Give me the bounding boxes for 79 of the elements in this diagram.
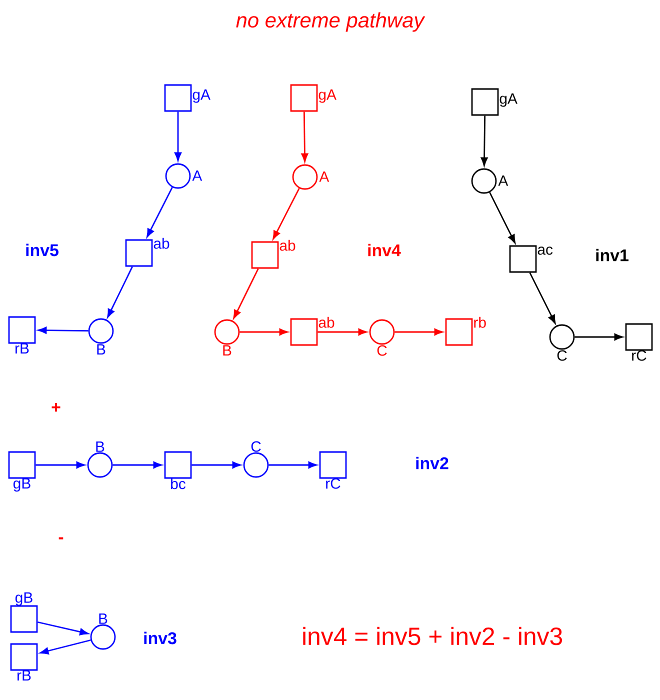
circle-node — [88, 318, 114, 344]
node-label: ab — [154, 238, 170, 249]
plus-sign: + — [52, 403, 60, 412]
arrow — [529, 272, 556, 324]
group-label: inv1 — [596, 248, 628, 262]
arrow — [301, 112, 308, 162]
arrow — [480, 116, 488, 166]
arrow — [192, 462, 242, 468]
node-label: ab — [318, 316, 334, 328]
square-node — [164, 84, 192, 112]
node-label: rC — [326, 478, 340, 489]
arrow — [272, 188, 300, 240]
circle-node — [549, 324, 575, 350]
arrow — [107, 266, 133, 318]
arrow — [394, 328, 444, 336]
group-label: inv5 — [26, 244, 58, 256]
node-label: B — [96, 442, 104, 452]
circle-node — [243, 452, 269, 478]
arrow — [40, 639, 91, 654]
square-node — [445, 318, 473, 346]
group-label: inv4 — [368, 244, 401, 256]
circle-node — [292, 164, 318, 190]
equation-text: inv4 = inv5 + inv2 - inv3 — [303, 626, 562, 646]
node-label: gA — [192, 89, 210, 103]
node-label: C — [557, 350, 567, 361]
node-label: A — [498, 176, 508, 186]
arrow — [240, 328, 288, 336]
group-label: inv2 — [416, 456, 448, 470]
square-node — [125, 239, 153, 267]
arrow — [36, 462, 86, 468]
circle-node — [471, 168, 497, 194]
node-label: rC — [632, 350, 646, 361]
arrow — [318, 328, 368, 336]
node-label: B — [97, 344, 106, 354]
node-label: gB — [15, 592, 32, 606]
title: no extreme pathway — [236, 12, 426, 32]
square-node — [319, 451, 347, 479]
square-node — [471, 88, 499, 116]
square-node — [10, 605, 38, 633]
square-node — [509, 245, 537, 273]
group-label: inv3 — [144, 632, 176, 644]
node-label: C — [251, 441, 261, 452]
square-node — [625, 323, 653, 351]
arrow — [112, 462, 162, 468]
square-node — [8, 316, 36, 344]
node-label: rB — [16, 343, 29, 354]
arrow — [174, 112, 182, 162]
arrow — [268, 462, 318, 468]
arrow — [233, 268, 259, 319]
circle-node — [369, 319, 395, 345]
circle-node — [165, 163, 191, 189]
node-label: B — [223, 345, 232, 356]
square-node — [8, 451, 36, 479]
node-label: A — [319, 172, 330, 182]
node-label: gA — [500, 93, 518, 107]
arrow — [574, 334, 624, 340]
arrow — [38, 326, 88, 334]
square-node — [290, 84, 318, 112]
square-node — [290, 318, 318, 346]
node-label: A — [192, 170, 202, 181]
node-label: gA — [318, 89, 336, 103]
node-label: B — [99, 614, 108, 624]
node-label: C — [377, 345, 387, 356]
node-label: rb — [474, 316, 486, 328]
circle-node — [90, 624, 116, 650]
arrow — [489, 192, 516, 244]
square-node — [164, 451, 192, 479]
square-node — [10, 643, 38, 671]
circle-node — [214, 319, 240, 345]
node-label: rB — [18, 670, 31, 680]
arrow — [146, 187, 173, 238]
node-label: gB — [13, 478, 30, 492]
node-label: bc — [171, 478, 186, 490]
node-label: ac — [538, 246, 553, 255]
arrow — [38, 621, 88, 636]
square-node — [251, 241, 279, 269]
circle-node — [87, 452, 113, 478]
node-label: ab — [280, 240, 296, 251]
minus-sign: - — [58, 537, 64, 540]
